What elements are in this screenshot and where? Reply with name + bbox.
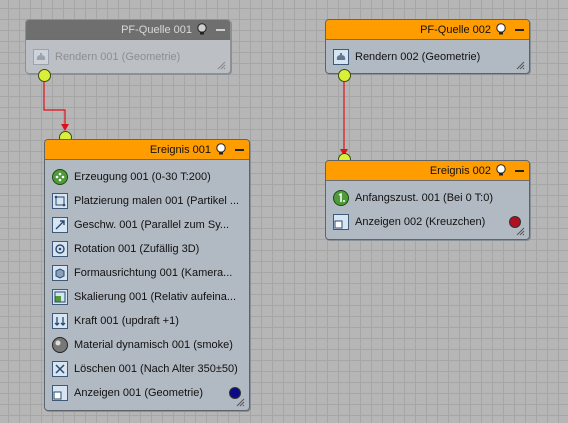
display-color-swatch[interactable] (229, 387, 241, 399)
operator-row[interactable]: Anzeigen 002 (Kreuzchen) (333, 212, 485, 231)
node-header[interactable]: PF-Quelle 002 (326, 20, 529, 40)
operator-row[interactable]: Formausrichtung 001 (Kamera... (52, 263, 232, 282)
operator-label: Löschen 001 (Nach Alter 350±50) (74, 362, 238, 375)
operator-label: Anzeigen 002 (Kreuzchen) (355, 215, 486, 228)
position-icon (52, 192, 68, 209)
lightbulb-icon[interactable] (495, 23, 507, 35)
display-icon (52, 384, 68, 401)
rotation-icon (52, 240, 68, 257)
collapse-icon[interactable] (515, 29, 524, 31)
operator-row[interactable]: Rendern 002 (Geometrie) (333, 47, 480, 66)
operator-row[interactable]: Platzierung malen 001 (Partikel ... (52, 191, 239, 210)
resize-grip-icon[interactable] (516, 61, 525, 70)
shape-facing-icon (52, 264, 68, 281)
resize-grip-icon[interactable] (236, 398, 245, 407)
operator-label: Rendern 002 (Geometrie) (355, 50, 481, 63)
initial-state-icon (333, 189, 349, 206)
node-header[interactable]: PF-Quelle 001 (26, 20, 230, 40)
wire-source001-event001 (43, 77, 66, 128)
resize-grip-icon[interactable] (516, 227, 525, 236)
output-port[interactable] (338, 69, 351, 82)
operator-row[interactable]: Anzeigen 001 (Geometrie) (52, 383, 203, 402)
operator-row[interactable]: Anfangszust. 001 (Bei 0 T:0) (333, 188, 493, 207)
operator-label: Geschw. 001 (Parallel zum Sy... (74, 218, 230, 231)
operator-label: Anfangszust. 001 (Bei 0 T:0) (355, 191, 493, 204)
operator-row[interactable]: Geschw. 001 (Parallel zum Sy... (52, 215, 229, 234)
operator-row[interactable]: Rotation 001 (Zufällig 3D) (52, 239, 199, 258)
display-icon (333, 213, 349, 230)
operator-row[interactable]: Rendern 001 (Geometrie) (33, 47, 180, 66)
force-icon (52, 312, 68, 329)
wire-arrow-event002 (340, 149, 348, 156)
birth-icon (52, 168, 68, 185)
node-title: Ereignis 002 (429, 165, 491, 177)
node-event-002[interactable]: Ereignis 002 Anfangszust. 001 (Bei 0 T:0… (325, 160, 530, 240)
wire-arrow-event001 (61, 124, 69, 131)
node-title: PF-Quelle 001 (121, 24, 192, 36)
operator-row[interactable]: Erzeugung 001 (0-30 T:200) (52, 167, 211, 186)
operator-row[interactable]: Löschen 001 (Nach Alter 350±50) (52, 359, 238, 378)
resize-grip-icon[interactable] (217, 61, 226, 70)
speed-icon (52, 216, 68, 233)
operator-label: Skalierung 001 (Relativ aufeina... (74, 290, 237, 303)
operator-label: Erzeugung 001 (0-30 T:200) (74, 170, 211, 183)
teapot-icon (33, 48, 49, 65)
operator-label: Anzeigen 001 (Geometrie) (74, 386, 204, 399)
delete-icon (52, 360, 68, 377)
node-event-001[interactable]: Ereignis 001 Erzeugung 001 (0-30 T:200) … (44, 139, 250, 411)
node-title: PF-Quelle 002 (420, 24, 491, 36)
node-header[interactable]: Ereignis 002 (326, 161, 529, 181)
node-header[interactable]: Ereignis 001 (45, 140, 249, 160)
operator-row[interactable]: Material dynamisch 001 (smoke) (52, 335, 233, 354)
lightbulb-icon[interactable] (215, 143, 227, 155)
node-pf-source-001[interactable]: PF-Quelle 001 Rendern 001 (Geometrie) (25, 19, 231, 74)
operator-label: Rotation 001 (Zufällig 3D) (74, 242, 200, 255)
operator-label: Material dynamisch 001 (smoke) (74, 338, 233, 351)
collapse-icon[interactable] (216, 29, 225, 31)
node-pf-source-002[interactable]: PF-Quelle 002 Rendern 002 (Geometrie) (325, 19, 530, 74)
output-port[interactable] (38, 69, 51, 82)
lightbulb-icon[interactable] (495, 164, 507, 176)
collapse-icon[interactable] (235, 149, 244, 151)
material-icon (52, 336, 68, 353)
operator-label: Rendern 001 (Geometrie) (55, 50, 181, 63)
display-color-swatch[interactable] (509, 216, 521, 228)
operator-label: Formausrichtung 001 (Kamera... (74, 266, 233, 279)
node-title: Ereignis 001 (149, 144, 211, 156)
scale-icon (52, 288, 68, 305)
operator-row[interactable]: Skalierung 001 (Relativ aufeina... (52, 287, 236, 306)
operator-label: Kraft 001 (updraft +1) (74, 314, 179, 327)
collapse-icon[interactable] (515, 170, 524, 172)
operator-label: Platzierung malen 001 (Partikel ... (74, 194, 240, 207)
teapot-icon (333, 48, 349, 65)
operator-row[interactable]: Kraft 001 (updraft +1) (52, 311, 179, 330)
lightbulb-icon[interactable] (196, 23, 208, 35)
